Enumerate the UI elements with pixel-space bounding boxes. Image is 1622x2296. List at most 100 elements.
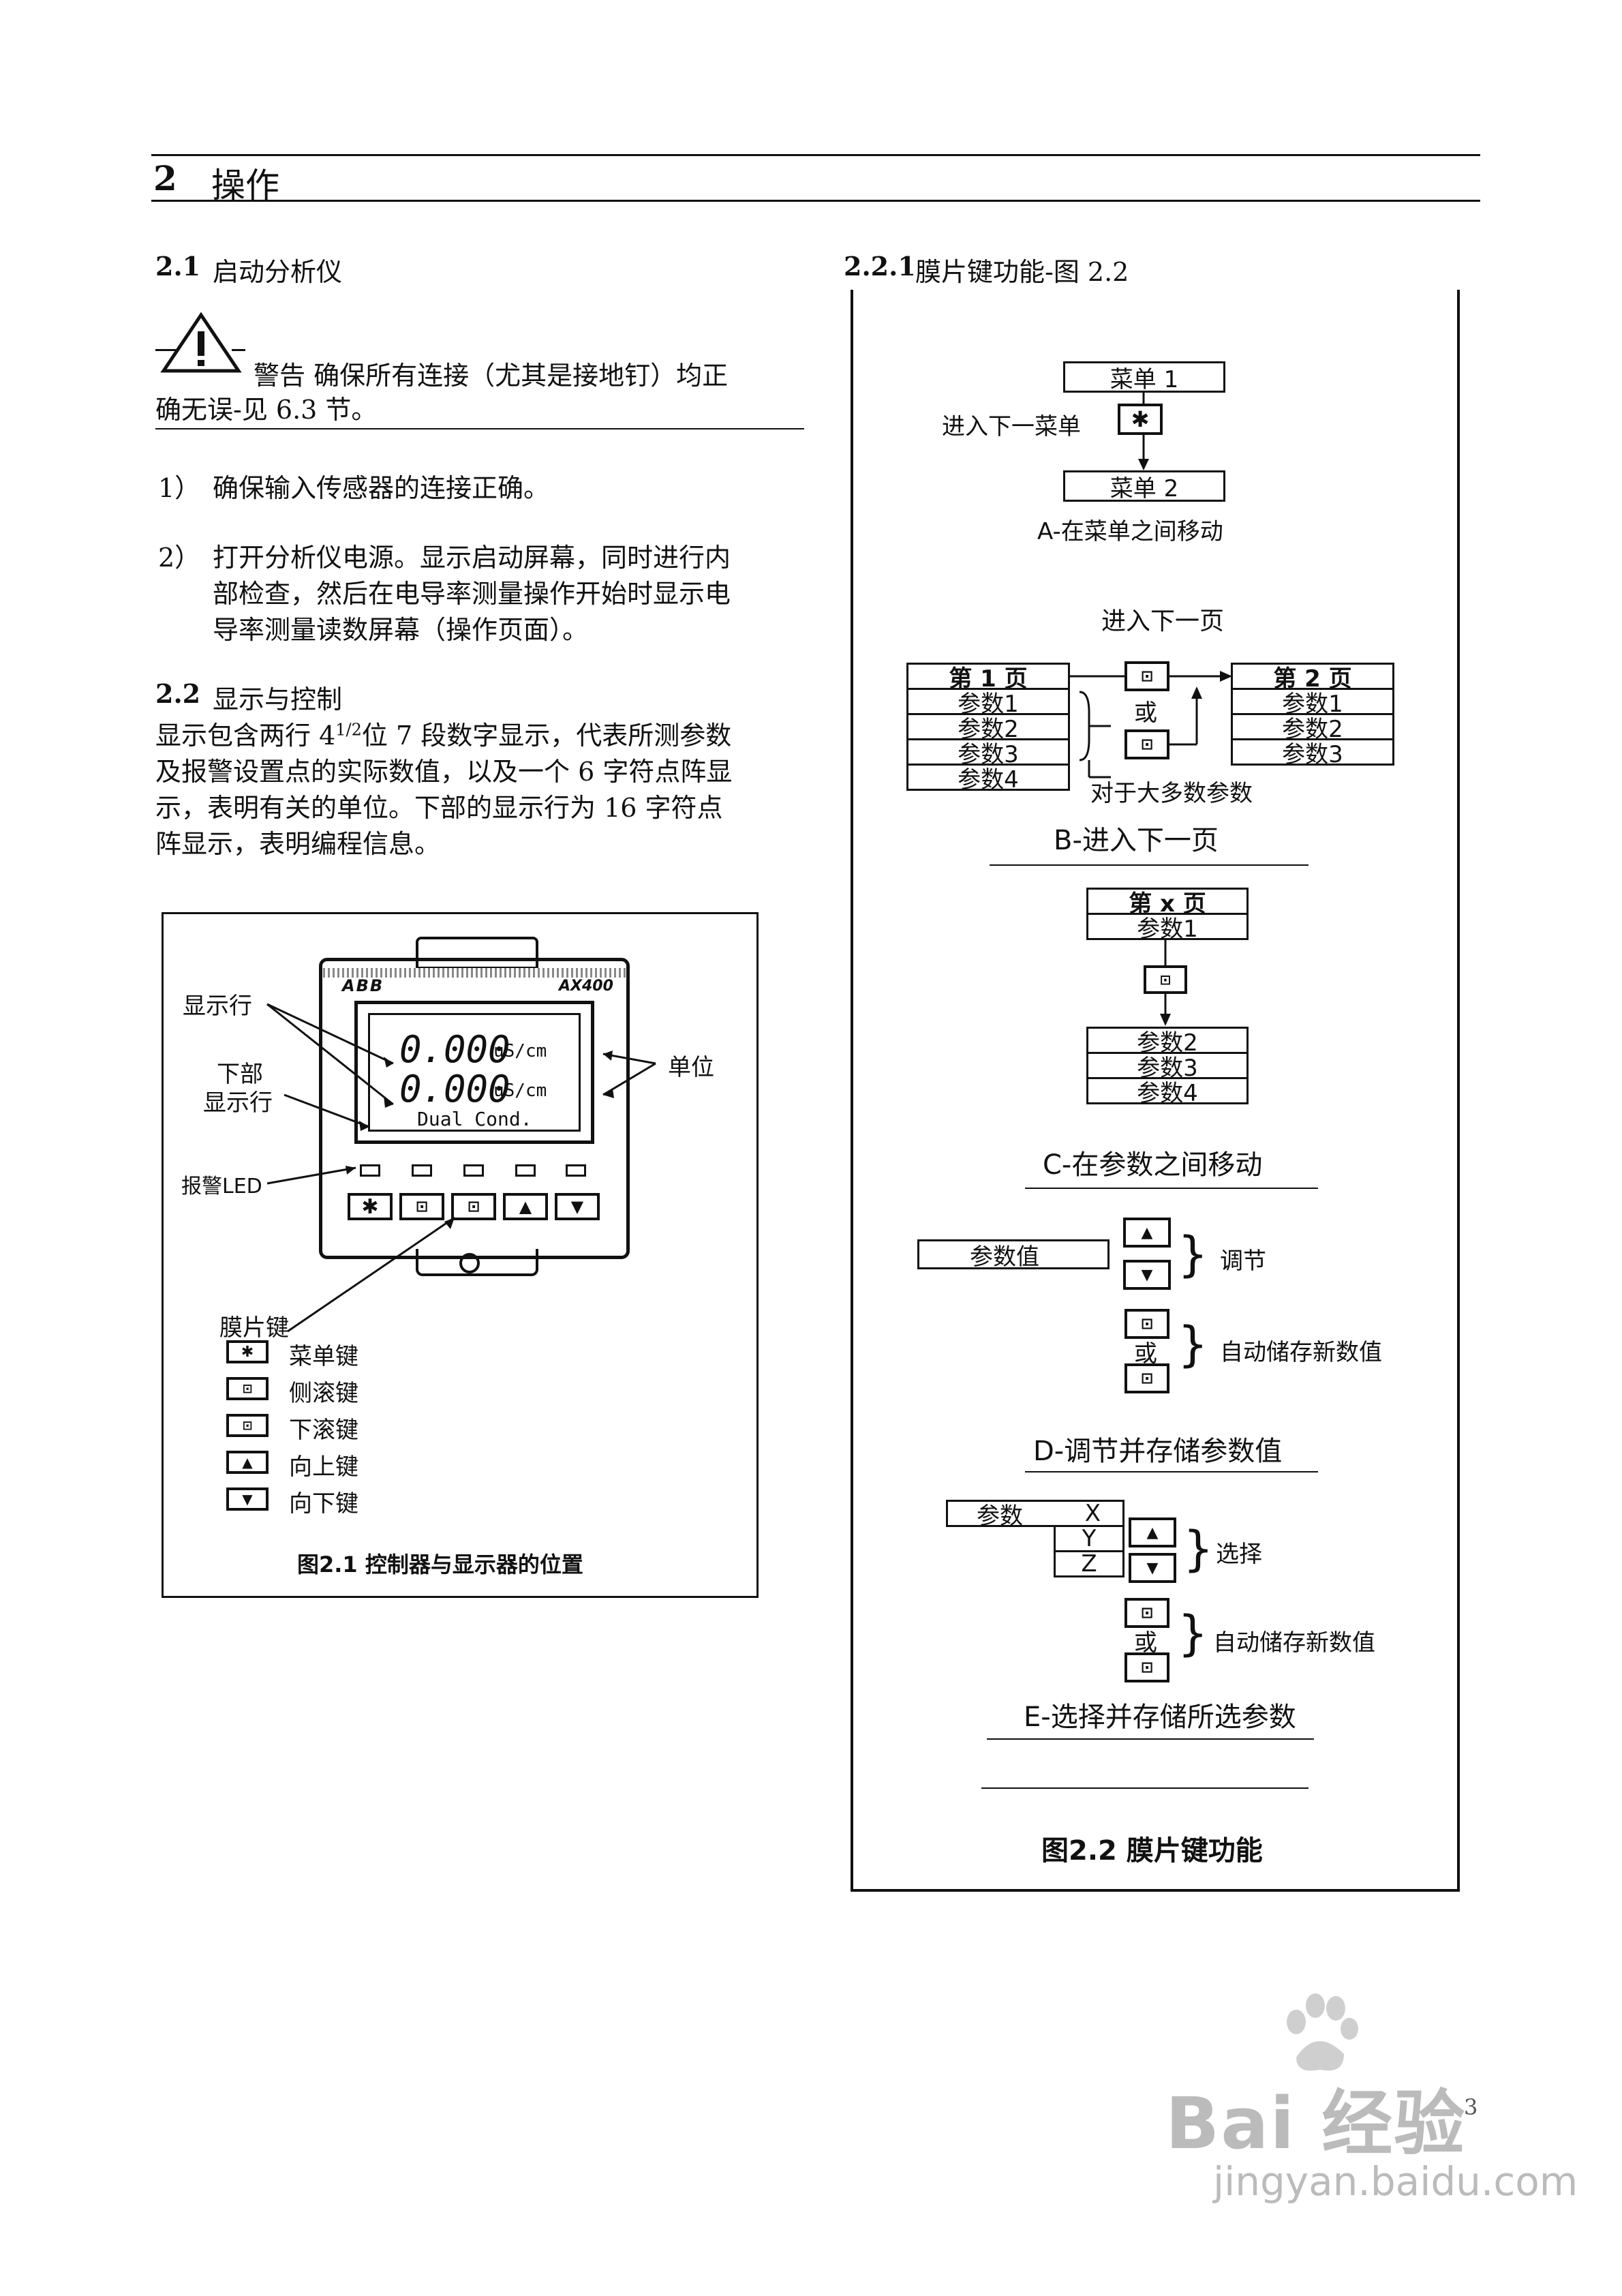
panel-e-or: 或 <box>1134 1629 1157 1657</box>
lcd-screen <box>368 1013 581 1132</box>
panel-b-page-1-param: 参数3 <box>906 738 1070 768</box>
warning-triangle-icon <box>160 312 242 373</box>
panel-e-option-y: Y <box>1082 1525 1097 1552</box>
panel-e-brace-select: } <box>1183 1521 1214 1577</box>
panel-c-page-x: 第 x 页 <box>1086 888 1249 918</box>
legend-down-key-icon: ▼ <box>226 1487 269 1511</box>
step-2-line-3: 导率测量读数屏幕（操作页面）。 <box>213 615 589 645</box>
device-brand: ABB <box>342 976 384 995</box>
panel-e-up-key: ▲ <box>1129 1517 1176 1547</box>
device-bottom-clip <box>416 1249 538 1276</box>
alarm-led <box>566 1164 586 1177</box>
lcd-bottom-line: Dual Cond. <box>417 1108 532 1130</box>
panel-d-downscroll-key: ⊡ <box>1124 1363 1169 1393</box>
panel-c-rule <box>1025 1188 1318 1189</box>
panel-e-downscroll-key: ⊡ <box>1124 1652 1169 1682</box>
panel-d-brace-autosave: } <box>1178 1316 1208 1372</box>
device-menu-key[interactable]: ✱ <box>348 1193 393 1220</box>
baidu-paw-icon <box>1287 1993 1358 2071</box>
alarm-led <box>463 1164 484 1177</box>
panel-c-param: 参数3 <box>1086 1052 1249 1082</box>
panel-d-or: 或 <box>1134 1340 1157 1368</box>
warning-bottom-rule <box>155 428 804 429</box>
panel-a-menu-1: 菜单 1 <box>1063 361 1225 393</box>
legend-sidescroll-key-icon: ⊡ <box>226 1377 269 1400</box>
panel-d-caption: D-调节并存储参数值 <box>1033 1436 1283 1467</box>
panel-d-sidescroll-key: ⊡ <box>1124 1309 1169 1339</box>
figure-2-2-caption-rule <box>981 1787 1309 1789</box>
section-2-1-title: 启动分析仪 <box>213 257 343 287</box>
device-downscroll-key[interactable]: ⊡ <box>451 1193 496 1220</box>
step-2-number: 2） <box>158 543 201 573</box>
label-alarm-led: 报警LED <box>181 1175 262 1198</box>
label-units: 单位 <box>668 1054 714 1081</box>
lcd-unit-1: uS/cm <box>493 1041 547 1061</box>
chapter-title: 操作 <box>211 166 279 205</box>
panel-d-brace-adjust: } <box>1178 1226 1208 1282</box>
legend-menu-key-icon: ✱ <box>226 1340 269 1363</box>
step-1-text: 确保输入传感器的连接正确。 <box>213 473 550 503</box>
panel-e-brace-autosave: } <box>1178 1605 1208 1661</box>
panel-d-autosave: 自动储存新数值 <box>1220 1339 1382 1366</box>
panel-c-caption: C-在参数之间移动 <box>1043 1149 1263 1181</box>
panel-e-rule <box>987 1738 1314 1740</box>
panel-e-param-label: 参数 <box>977 1502 1023 1530</box>
section-2-2-1-title: 膜片键功能-图 2.2 <box>915 257 1129 287</box>
panel-d-param-value-text: 参数值 <box>970 1243 1039 1271</box>
panel-b-next-page-label: 进入下一页 <box>1101 607 1225 635</box>
figure-2-2-frame-right <box>1457 290 1460 1892</box>
figure-2-2-caption: 图2.2 膜片键功能 <box>1041 1835 1263 1867</box>
panel-d-up-key: ▲ <box>1123 1218 1171 1248</box>
warning-top-rule-right <box>232 349 245 351</box>
device-up-key[interactable]: ▲ <box>503 1193 548 1220</box>
section-2-2-line-3: 示，表明有关的单位。下部的显示行为 16 字符点 <box>155 793 723 823</box>
panel-d-down-key: ▼ <box>1123 1260 1171 1290</box>
lcd-unit-2: uS/cm <box>493 1081 547 1101</box>
header-top-rule <box>151 154 1480 156</box>
lcd-reading-2: 0.000 <box>399 1068 510 1111</box>
section-2-1-number: 2.1 <box>155 251 201 282</box>
panel-b-or: 或 <box>1134 699 1157 727</box>
alarm-led <box>360 1164 380 1177</box>
section-2-2-number: 2.2 <box>155 678 201 709</box>
legend-up-key-label: 向上键 <box>289 1453 358 1481</box>
panel-b-page-1: 第 1 页 <box>906 663 1070 693</box>
panel-e-param: 参数 X <box>946 1500 1124 1530</box>
panel-e-select: 选择 <box>1216 1541 1262 1568</box>
panel-c-param: 参数4 <box>1086 1077 1249 1107</box>
section-2-2-line-1-end: 位 7 段数字显示，代表所测参数 <box>361 721 732 751</box>
warning-line-1: 警告 确保所有连接（尤其是接地钉）均正 <box>254 361 729 391</box>
device-down-key[interactable]: ▼ <box>555 1193 600 1220</box>
page-number: 3 <box>1464 2094 1478 2120</box>
panel-c-param-1: 参数1 <box>1086 913 1249 943</box>
panel-b-caption: B-进入下一页 <box>1054 825 1219 856</box>
device-sidescroll-key[interactable]: ⊡ <box>399 1193 444 1220</box>
panel-e-option-z: Z <box>1081 1550 1097 1577</box>
panel-d-adjust: 调节 <box>1220 1248 1266 1275</box>
panel-b-rule <box>990 864 1309 866</box>
figure-2-2-frame-left <box>851 290 853 1892</box>
section-2-2-line-2: 及报警设置点的实际数值，以及一个 6 字符点阵显 <box>155 757 733 787</box>
section-2-2-line-1-start: 显示包含两行 4 <box>155 721 336 751</box>
step-1-number: 1） <box>158 473 201 503</box>
warning-top-rule <box>155 349 191 351</box>
panel-d-rule <box>1025 1471 1318 1472</box>
panel-a-menu-2: 菜单 2 <box>1063 470 1225 502</box>
panel-e-caption: E-选择并存储所选参数 <box>1024 1702 1296 1733</box>
device-screw <box>459 1253 480 1273</box>
header-bottom-rule <box>151 200 1480 202</box>
alarm-led <box>412 1164 432 1177</box>
figure-2-1-pointer-lines <box>266 1003 656 1333</box>
figure-2-1-frame <box>162 912 759 1598</box>
panel-b-page-2-param: 参数2 <box>1231 713 1394 743</box>
legend-up-key-icon: ▲ <box>226 1451 269 1474</box>
panel-b-page-2-param: 参数3 <box>1231 738 1394 768</box>
panel-b-most-params: 对于大多数参数 <box>1090 780 1253 807</box>
section-2-2-line-4: 阵显示，表明编程信息。 <box>155 829 441 859</box>
fraction-superscript: 1/2 <box>335 720 362 740</box>
panel-e-option-z-cell: Z <box>1054 1550 1124 1577</box>
alarm-led <box>515 1164 536 1177</box>
panel-c-downscroll-key: ⊡ <box>1144 965 1187 994</box>
section-2-2-title: 显示与控制 <box>213 684 343 714</box>
panel-e-option-x: X <box>1084 1500 1101 1527</box>
